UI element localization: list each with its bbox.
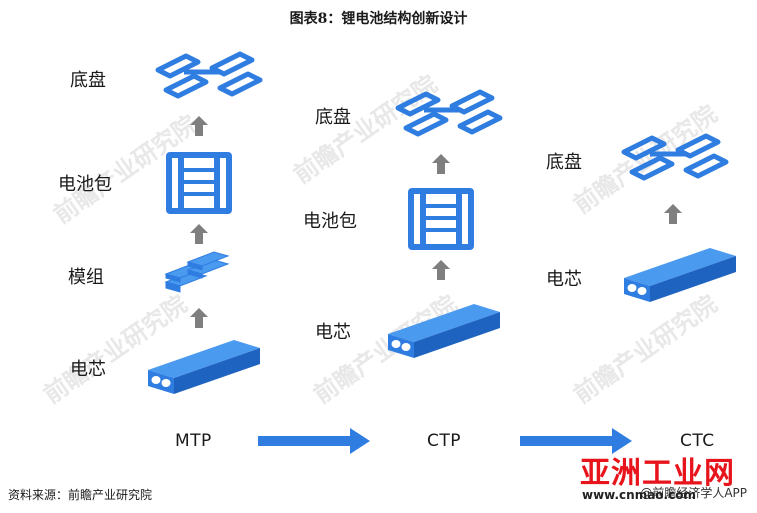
chart-title: 图表8：锂电池结构创新设计 bbox=[289, 11, 468, 27]
chassis-icon bbox=[616, 130, 731, 182]
chassis-icon bbox=[390, 86, 505, 138]
ctp-label-cell: 电芯 bbox=[315, 322, 351, 343]
site-logo: 亚洲工业网 bbox=[580, 456, 735, 491]
up-arrow-icon bbox=[664, 204, 682, 224]
up-arrow-icon bbox=[432, 154, 450, 174]
column-name-mtp: MTP bbox=[175, 431, 212, 451]
ctc-label-chassis: 底盘 bbox=[546, 152, 582, 173]
cell-icon bbox=[624, 248, 736, 302]
right-arrow-icon bbox=[258, 428, 370, 454]
ctp-label-chassis: 底盘 bbox=[315, 107, 351, 128]
mtp-label-chassis: 底盘 bbox=[70, 70, 106, 91]
column-name-ctc: CTC bbox=[680, 431, 715, 451]
chassis-icon bbox=[150, 48, 265, 100]
up-arrow-icon bbox=[190, 308, 208, 328]
column-name-ctp: CTP bbox=[427, 431, 462, 451]
cell-icon bbox=[148, 340, 260, 394]
ctc-label-cell: 电芯 bbox=[546, 269, 582, 290]
site-url: www.cnmao.com bbox=[582, 488, 696, 502]
source-note: 资料来源：前瞻产业研究院 bbox=[8, 488, 153, 502]
right-arrow-icon bbox=[520, 428, 632, 454]
cell-icon bbox=[388, 304, 500, 358]
battery-pack-icon bbox=[408, 188, 474, 250]
up-arrow-icon bbox=[190, 116, 208, 136]
mtp-label-cell: 电芯 bbox=[70, 359, 106, 380]
footer-credit: @前瞻经济学人APP bbox=[640, 486, 747, 500]
battery-pack-icon bbox=[166, 152, 232, 214]
ctp-label-pack: 电池包 bbox=[303, 211, 357, 232]
up-arrow-icon bbox=[432, 260, 450, 280]
mtp-label-pack: 电池包 bbox=[58, 174, 112, 195]
up-arrow-icon bbox=[190, 224, 208, 244]
mtp-label-module: 模组 bbox=[68, 267, 104, 288]
module-icon bbox=[165, 251, 229, 293]
